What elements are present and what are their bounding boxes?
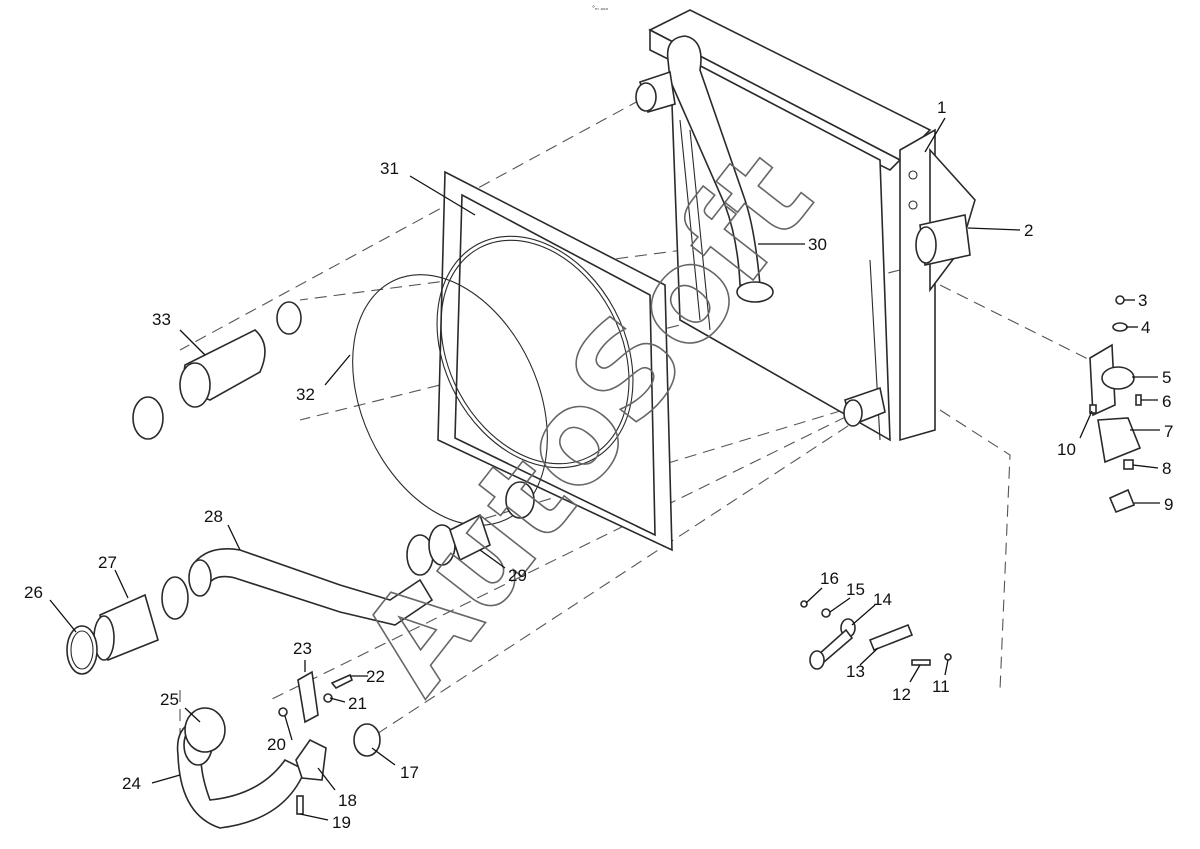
callout-8: 8: [1162, 459, 1171, 478]
callout-17: 17: [400, 763, 419, 782]
callout-20: 20: [267, 735, 286, 754]
clip-22: [323, 673, 354, 703]
callout-12: 12: [892, 685, 911, 704]
callout-25: 25: [160, 690, 179, 709]
coupler-clamps: [406, 481, 535, 576]
callout-11: 11: [932, 677, 950, 696]
assembly-guide-lines: [179, 99, 1091, 760]
clamp-17: [353, 723, 381, 757]
callout-26: 26: [24, 583, 43, 602]
callout-33: 33: [152, 310, 171, 329]
link-rod-assembly: [800, 600, 952, 670]
callout-6: 6: [1162, 392, 1171, 411]
intake-elbow-pipe: [132, 301, 302, 440]
watermark: AutoSoft: [332, 126, 841, 719]
callout-24: 24: [122, 774, 141, 793]
callout-32: 32: [296, 385, 315, 404]
callout-28: 28: [204, 507, 223, 526]
fan-ring: [352, 235, 634, 526]
charge-air-tube: [188, 548, 434, 626]
hose-clamp-26: [66, 625, 98, 675]
bracket-23: [278, 670, 319, 724]
callout-labels: 1 2 3 4 5 6 7 8 9 10 11 12 13 14 15 16 1…: [24, 98, 1173, 832]
callout-13: 13: [846, 662, 865, 681]
callout-31: 31: [380, 159, 399, 178]
callout-23: 23: [293, 639, 312, 658]
callout-9: 9: [1164, 495, 1173, 514]
callout-27: 27: [98, 553, 117, 572]
callout-15: 15: [846, 580, 865, 599]
lower-elbow-hose: [176, 707, 307, 829]
upper-coolant-tube: [666, 35, 774, 303]
callout-7: 7: [1164, 422, 1173, 441]
callout-3: 3: [1138, 291, 1147, 310]
callout-29: 29: [508, 566, 527, 585]
callout-1: 1: [937, 98, 946, 117]
mount-18: [295, 738, 327, 815]
hose-sleeve: [93, 576, 189, 662]
callout-2: 2: [1024, 221, 1033, 240]
callout-18: 18: [338, 791, 357, 810]
callout-5: 5: [1162, 368, 1171, 387]
leader-lines: [49, 117, 1160, 821]
side-inlet-pipe: [915, 147, 976, 293]
callout-19: 19: [332, 813, 351, 832]
callout-14: 14: [873, 590, 892, 609]
radiator-upper-outlet: [635, 70, 676, 114]
callout-22: 22: [366, 667, 385, 686]
mount-bracket: [1089, 295, 1142, 514]
callout-10: 10: [1057, 440, 1076, 459]
callout-21: 21: [348, 694, 367, 713]
callout-30: 30: [808, 235, 827, 254]
radiator-lower-outlet: [843, 386, 886, 427]
header-mark: °ₘ ₒₒₒ: [592, 5, 609, 12]
callout-16: 16: [820, 569, 839, 588]
callout-4: 4: [1141, 318, 1150, 337]
